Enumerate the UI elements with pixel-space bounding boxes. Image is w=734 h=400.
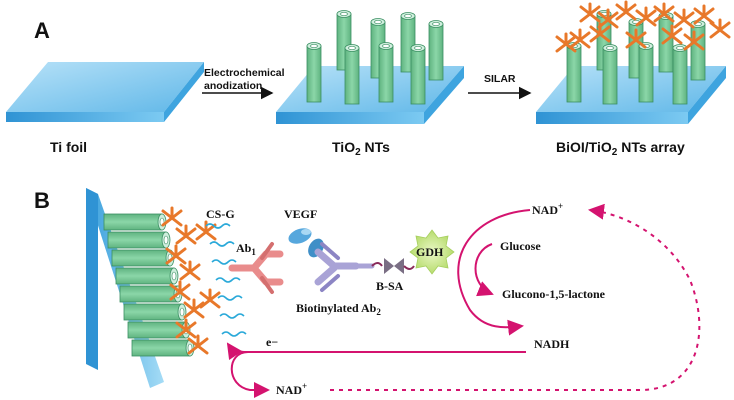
panel-a-label: A (34, 18, 50, 43)
silar-text: SILAR (484, 73, 516, 85)
gdh-enzyme (409, 229, 455, 275)
arrow1-text-line2: anodization (204, 80, 262, 92)
tio2-caption: TiO2 NTs (332, 139, 390, 158)
ab2-label: Biotinylated Ab2 (296, 301, 381, 317)
nad-top-label: NAD+ (532, 201, 563, 217)
ti-foil-caption: Ti foil (50, 139, 87, 155)
ab1-antibody (228, 242, 284, 294)
nadh-label: NADH (534, 337, 570, 351)
glucose-label: Glucose (500, 239, 541, 253)
csg-label: CS-G (206, 207, 235, 221)
nad-bottom-label: NAD+ (276, 381, 307, 397)
electron-label: e− (266, 335, 278, 349)
regeneration-path (330, 203, 701, 391)
bioi-caption: BiOI/TiO2 NTs array (556, 139, 685, 158)
reaction-cycle (226, 209, 531, 398)
gdh-label: GDH (416, 245, 444, 259)
gluconolactone-label: Glucono-1,5-lactone (502, 287, 606, 301)
arrow1-text-line1: Electrochemical (204, 67, 285, 79)
panel-b-label: B (34, 188, 50, 213)
bsa-label: B-SA (376, 279, 404, 293)
ab1-label: Ab1 (236, 241, 256, 257)
bsa-linker (371, 258, 415, 274)
csg-strands (205, 223, 247, 337)
vegf-label: VEGF (284, 207, 317, 221)
ab2-antibody (314, 242, 375, 292)
ti-foil (6, 62, 204, 122)
